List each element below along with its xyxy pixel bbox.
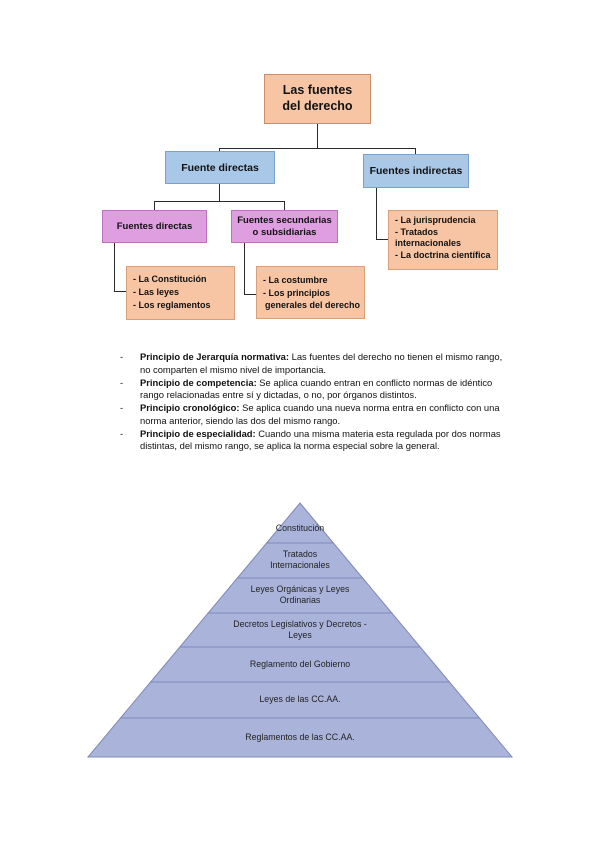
- principles-list: - Principio de Jerarquía normativa: Las …: [120, 351, 515, 453]
- list-item: - La doctrina científica: [395, 250, 491, 261]
- connector: [376, 239, 388, 240]
- list-primary-sources: - La Constitución - Las leyes - Los regl…: [126, 266, 235, 320]
- connector: [154, 201, 155, 211]
- pyramid-level-text: Reglamento del Gobierno: [249, 658, 351, 669]
- node-direct-sources: Fuente directas: [165, 151, 275, 184]
- principle-text: Cuando una misma materia esta regulada p…: [140, 427, 501, 452]
- node-primary-sources-label: Fuentes directas: [116, 220, 193, 232]
- node-indirect-sources-label: Fuentes indirectas: [369, 165, 463, 177]
- principle-specialty: - Principio de especialidad: Cuando una …: [120, 428, 515, 454]
- pyramid-level-text: Internacionales: [270, 560, 330, 571]
- pyramid-level-text: Tratados: [282, 549, 318, 559]
- principle-title: Principio de especialidad:: [140, 427, 256, 439]
- node-secondary-sources-label: Fuentes secundarias o subsidiarias: [237, 214, 332, 238]
- pyramid-level-label: Decretos Legislativos y Decretos -Leyes: [150, 619, 450, 642]
- list-item: generales del derecho: [265, 300, 361, 311]
- list-item: - Los principios: [263, 287, 331, 298]
- pyramid-level-label: Reglamentos de las CC.AA.: [150, 732, 450, 743]
- pyramid-level-text: Decretos Legislativos y Decretos -: [233, 618, 367, 629]
- pyramid-level-label: Reglamento del Gobierno: [150, 659, 450, 670]
- connector: [244, 294, 256, 295]
- connector: [114, 291, 126, 292]
- connector: [219, 148, 220, 152]
- principle-competence: - Principio de competencia: Se aplica cu…: [120, 377, 515, 403]
- bullet-dash: -: [120, 427, 124, 439]
- pyramid-level-label: Leyes de las CC.AA.: [150, 694, 450, 705]
- pyramid-level-label: Constitución: [150, 523, 450, 534]
- principle-title: Principio de competencia:: [140, 376, 257, 388]
- list-item: - Tratados: [395, 226, 439, 237]
- diagram-root-label: Las fuentes del derecho: [282, 83, 353, 113]
- pyramid-level-text: Ordinarias: [279, 595, 321, 606]
- connector: [154, 201, 285, 202]
- list-indirect-sources: - La jurisprudencia - Tratados internaci…: [388, 210, 498, 270]
- pyramid-level-text: Reglamentos de las CC.AA.: [245, 731, 355, 742]
- principle-title: Principio de Jerarquía normativa:: [140, 351, 290, 362]
- bullet-dash: -: [120, 351, 124, 362]
- pyramid-level-text: Constitución: [275, 523, 325, 534]
- connector: [415, 148, 416, 154]
- principle-text: Se aplica cuando una nueva norma entra e…: [140, 402, 500, 426]
- connector: [284, 201, 285, 211]
- list-item: - Las leyes: [133, 287, 180, 298]
- node-indirect-sources: Fuentes indirectas: [363, 154, 469, 188]
- list-item: - Los reglamentos: [133, 300, 211, 311]
- diagram-root: Las fuentes del derecho: [264, 74, 371, 124]
- list-item: - La Constitución: [133, 274, 207, 284]
- list-item: - La costumbre: [263, 275, 328, 285]
- pyramid-level-text: Leyes: [288, 629, 312, 640]
- list-secondary-sources: - La costumbre - Los principios generale…: [256, 266, 365, 319]
- principle-title: Principio cronológico:: [140, 402, 240, 414]
- principle-text: Las fuentes del derecho no tienen el mis…: [140, 351, 503, 375]
- connector: [376, 188, 377, 240]
- pyramid-level: [86, 717, 514, 758]
- connector: [219, 148, 415, 149]
- connector: [317, 124, 318, 148]
- list-item: internacionales: [395, 238, 462, 249]
- pyramid-level-text: Leyes de las CC.AA.: [259, 694, 341, 705]
- bullet-dash: -: [120, 402, 124, 414]
- connector: [219, 184, 220, 202]
- list-item: - La jurisprudencia: [395, 215, 476, 225]
- node-direct-sources-label: Fuente directas: [181, 161, 259, 174]
- connector: [114, 243, 115, 292]
- principle-chronological: - Principio cronológico: Se aplica cuand…: [120, 402, 515, 428]
- node-secondary-sources: Fuentes secundarias o subsidiarias: [231, 210, 338, 243]
- principle-text: Se aplica cuando entran en conflicto nor…: [140, 376, 493, 401]
- bullet-dash: -: [120, 376, 124, 388]
- node-primary-sources: Fuentes directas: [102, 210, 207, 243]
- principle-hierarchy: - Principio de Jerarquía normativa: Las …: [120, 351, 515, 377]
- connector: [244, 243, 245, 295]
- pyramid-level-text: Leyes Orgánicas y Leyes: [250, 584, 350, 594]
